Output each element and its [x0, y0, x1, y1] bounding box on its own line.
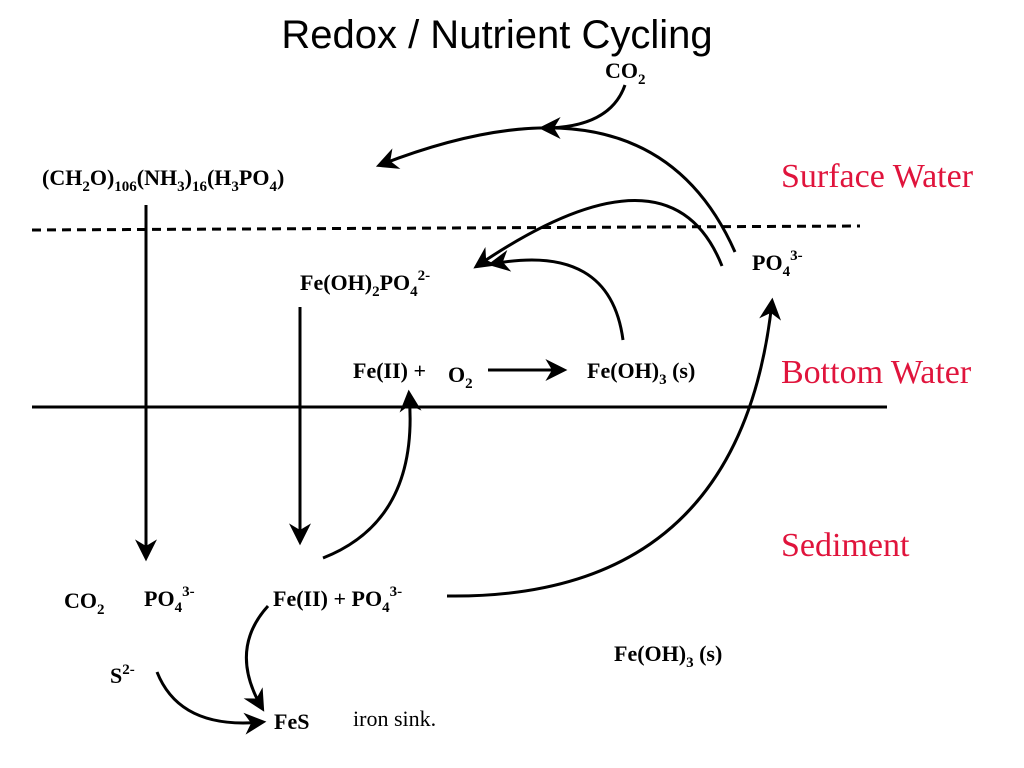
iron-phosphate-complex-label: Fe(OH)2PO42- [300, 268, 430, 300]
co2-uptake-arrow [538, 84, 627, 139]
zone-label-sediment: Sediment [781, 527, 910, 564]
iron-sulfide-precipitation-arrow [243, 604, 270, 712]
zone-label-surface-water: Surface Water [781, 158, 974, 195]
ferric-hydroxide-sediment-label: Fe(OH)3 (s) [614, 641, 722, 671]
phosphate-surface-label: PO43- [752, 248, 803, 280]
co2-atmospheric-label: CO2 [605, 58, 646, 88]
phosphate-adsorption-arrow [473, 199, 724, 269]
ferrous-iron-efflux-arrow [322, 389, 422, 560]
ferric-hydroxide-bottom-label: Fe(OH)3 (s) [587, 358, 695, 388]
ferrous-iron-bottom-label: Fe(II) + [353, 358, 426, 383]
sulfide-label: S2- [110, 662, 135, 688]
oxygen-label: O2 [448, 362, 473, 392]
iron-sulfide-label: FeS [274, 709, 309, 734]
co2-sediment-label: CO2 [64, 588, 105, 618]
sulfide-reaction-arrow [155, 671, 267, 735]
phosphate-sediment-label: PO43- [144, 584, 195, 616]
phosphate-release-arrow [446, 297, 782, 598]
organic-matter-label: (CH2O)106(NH3)16(H3PO4) [42, 165, 284, 195]
ferrous-iron-phosphate-sediment-label: Fe(II) + PO43- [273, 584, 402, 616]
ferric-hydroxide-sorption-arrow [487, 249, 625, 341]
water-surface-boundary-line [31, 224, 861, 232]
phosphate-uptake-arrow [375, 126, 737, 253]
zone-label-bottom-water: Bottom Water [781, 354, 972, 391]
iron-sink-note: iron sink. [353, 706, 436, 731]
diagram-title: Redox / Nutrient Cycling [281, 13, 712, 57]
